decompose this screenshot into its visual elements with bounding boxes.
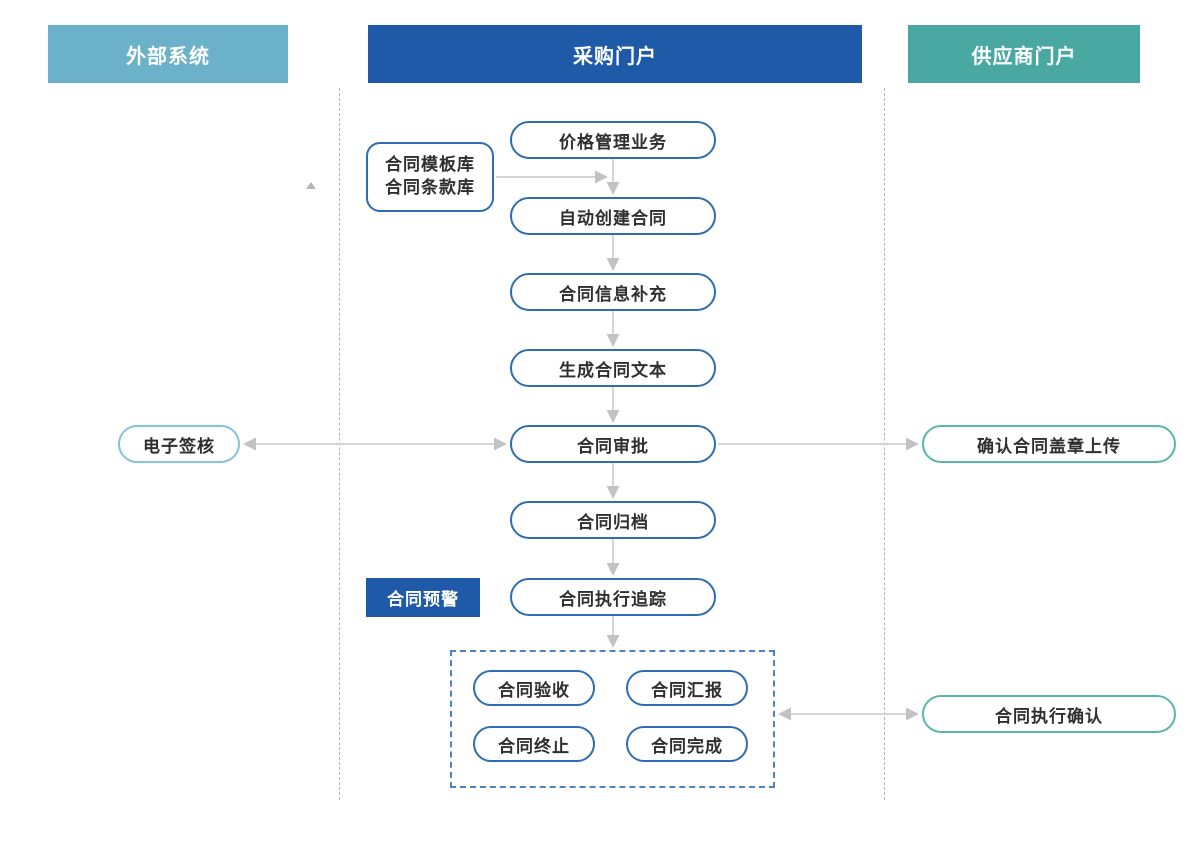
group-node-contract-termination: 合同终止	[473, 726, 595, 762]
supplier-node-execution-confirm: 合同执行确认	[922, 695, 1176, 733]
contract-alert-box: 合同预警	[366, 578, 480, 617]
small-triangle-icon	[306, 182, 316, 189]
template-library-line1: 合同模板库	[385, 155, 475, 175]
flow-node-price-management: 价格管理业务	[510, 121, 716, 159]
flow-node-generate-contract-text: 生成合同文本	[510, 349, 716, 387]
flow-node-auto-create-contract: 自动创建合同	[510, 197, 716, 235]
lane-header-supplier-portal: 供应商门户	[908, 25, 1140, 83]
flow-node-contract-archive: 合同归档	[510, 501, 716, 539]
flow-node-contract-approval: 合同审批	[510, 425, 716, 463]
group-node-contract-completion: 合同完成	[626, 726, 748, 762]
clause-library-line2: 合同条款库	[385, 178, 475, 197]
lane-header-external-systems: 外部系统	[48, 25, 288, 83]
execution-group-box	[450, 650, 775, 788]
lane-header-procurement-portal: 采购门户	[368, 25, 862, 83]
group-node-contract-acceptance: 合同验收	[473, 670, 595, 706]
supplier-node-stamp-upload: 确认合同盖章上传	[922, 425, 1176, 463]
flow-node-contract-execution-tracking: 合同执行追踪	[510, 578, 716, 616]
external-node-esign: 电子签核	[118, 425, 240, 463]
template-library-box: 合同模板库 合同条款库	[366, 142, 494, 212]
group-node-contract-report: 合同汇报	[626, 670, 748, 706]
flow-node-contract-info-supplement: 合同信息补充	[510, 273, 716, 311]
